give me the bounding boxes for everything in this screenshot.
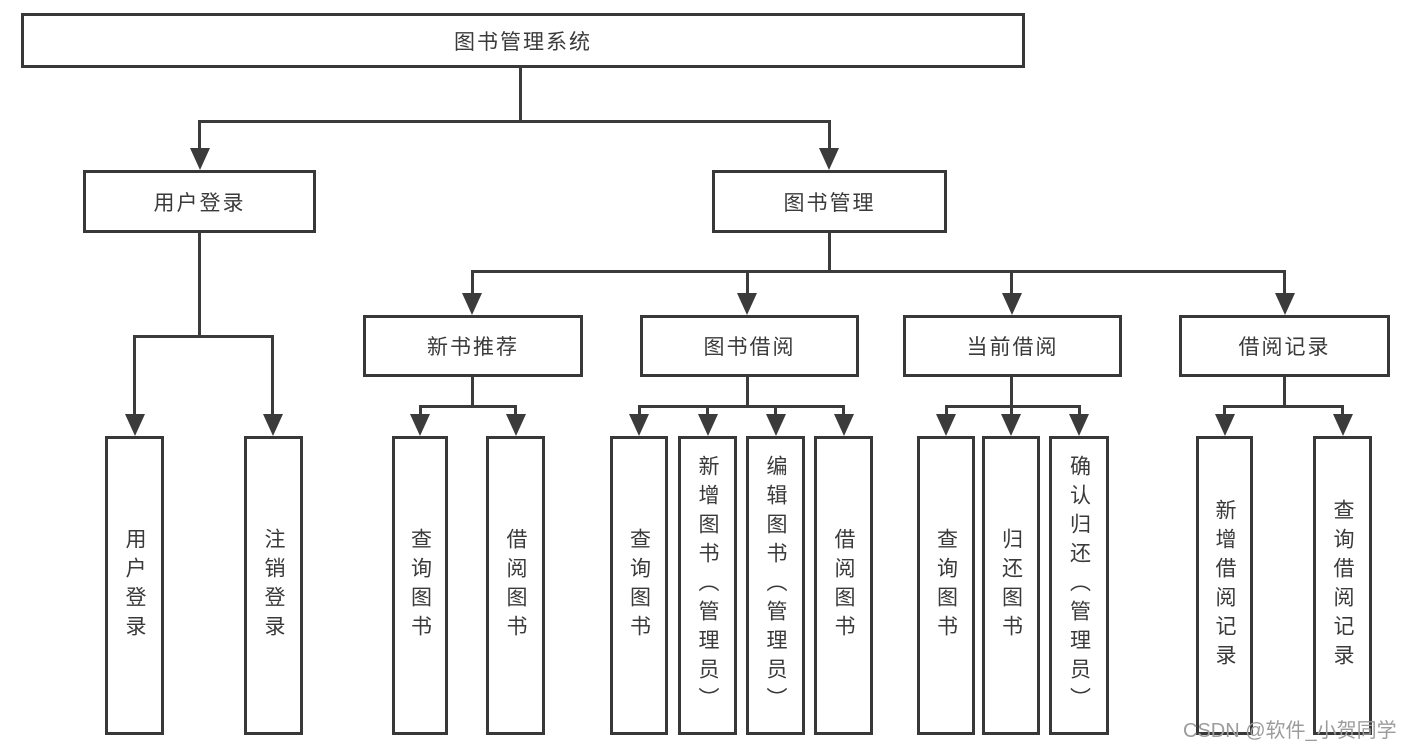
connector-line [945,405,1081,408]
leaf-return-book: 归还图书 [982,436,1040,735]
connector-line [514,405,517,416]
leaf-user-login: 用户登录 [105,436,164,735]
leaf-query-book-borrow: 查询图书 [610,436,668,735]
connector-line [198,233,201,338]
connector-line [638,405,845,408]
connector-line [828,233,831,273]
watermark: CSDN @软件_小贺同学 [1183,720,1397,742]
arrow-down-icon [819,148,839,170]
connector-line [471,377,474,408]
arrow-down-icon [1002,293,1022,315]
node-book-borrow: 图书借阅 [640,315,859,377]
arrow-down-icon [737,293,757,315]
connector-line [706,405,709,416]
node-user-login: 用户登录 [83,170,316,233]
connector-line [1283,377,1286,408]
arrow-down-icon [125,414,145,436]
leaf-borrow-book: 借阅图书 [814,436,873,735]
node-new-book-recommend: 新书推荐 [363,315,583,377]
connector-line [1341,405,1344,416]
connector-line [419,405,422,416]
connector-line [471,270,474,295]
leaf-add-borrow-record: 新增借阅记录 [1196,436,1253,735]
connector-line [419,405,517,408]
connector-line [774,405,777,416]
connector-line [198,120,831,123]
leaf-add-book-admin: 新增图书（管理员） [678,436,737,735]
arrow-down-icon [766,414,786,436]
arrow-down-icon [629,414,649,436]
connector-line [271,335,274,416]
connector-line [1010,377,1013,408]
arrow-down-icon [936,414,956,436]
leaf-borrow-book-recommend: 借阅图书 [486,436,545,735]
arrow-down-icon [506,414,526,436]
node-borrow-record: 借阅记录 [1179,315,1390,377]
leaf-edit-book-admin: 编辑图书（管理员） [746,436,805,735]
connector-line [519,68,522,122]
arrow-down-icon [263,414,283,436]
connector-line [1223,405,1226,416]
leaf-query-book-recommend: 查询图书 [392,436,448,735]
arrow-down-icon [1333,414,1353,436]
arrow-down-icon [698,414,718,436]
arrow-down-icon [1215,414,1235,436]
arrow-down-icon [834,414,854,436]
connector-line [471,270,1286,273]
arrow-down-icon [462,293,482,315]
arrow-down-icon [1275,293,1295,315]
leaf-query-borrow-record: 查询借阅记录 [1313,436,1372,735]
connector-line [945,405,948,416]
connector-line [746,377,749,408]
connector-line [746,270,749,295]
connector-line [828,120,831,152]
connector-line [1283,270,1286,295]
connector-line [133,335,274,338]
connector-line [198,120,201,152]
connector-line [1010,270,1013,295]
connector-line [1010,405,1013,416]
connector-line [842,405,845,416]
node-root: 图书管理系统 [21,13,1025,68]
arrow-down-icon [1001,414,1021,436]
connector-line [1223,405,1344,408]
connector-line [133,335,136,416]
connector-line [638,405,641,416]
connector-line [1078,405,1081,416]
leaf-logout: 注销登录 [244,436,303,735]
arrow-down-icon [410,414,430,436]
node-book-management: 图书管理 [712,170,947,233]
arrow-down-icon [190,148,210,170]
arrow-down-icon [1069,414,1089,436]
node-current-borrow: 当前借阅 [903,315,1122,377]
leaf-query-book-current: 查询图书 [917,436,975,735]
leaf-confirm-return-admin: 确认归还（管理员） [1049,436,1109,735]
